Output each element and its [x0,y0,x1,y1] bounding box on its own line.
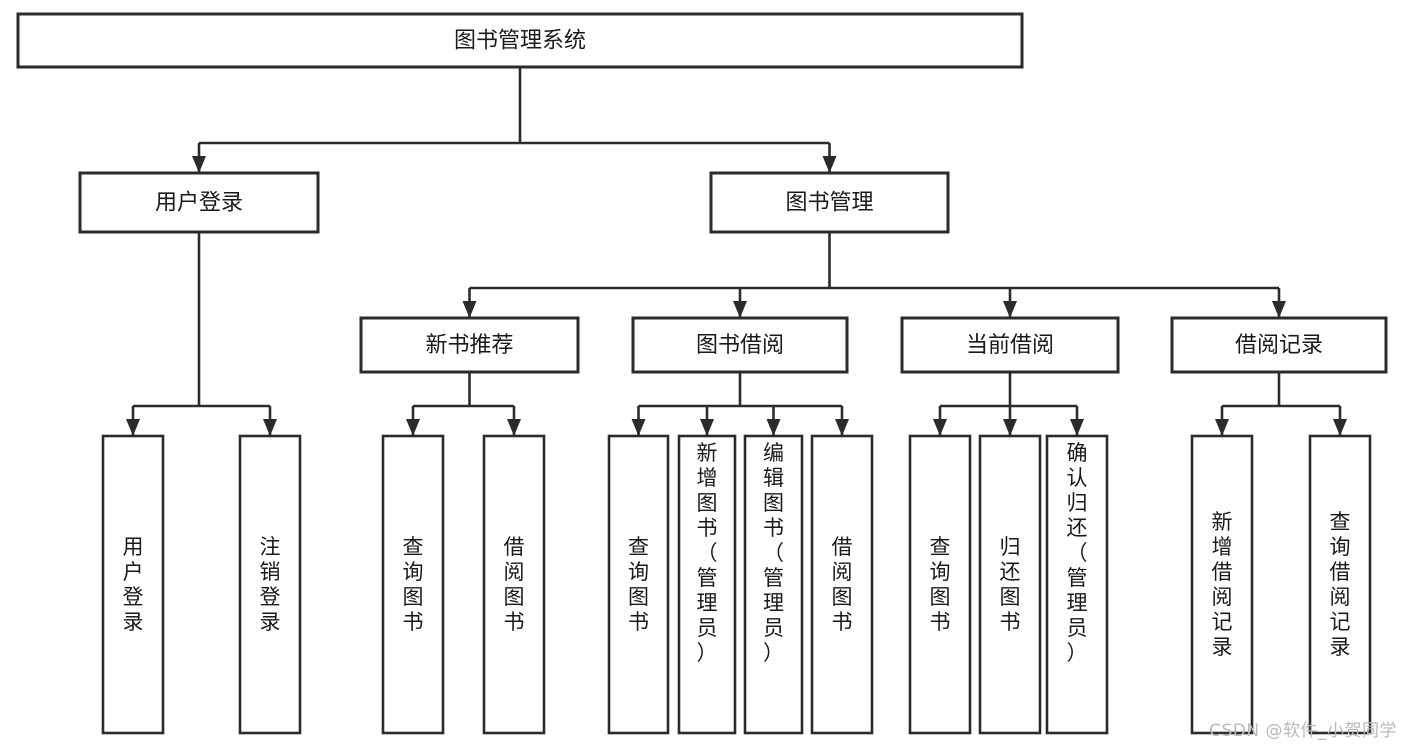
csdn-watermark: CSDN @软件_小贺同学 [1209,721,1397,741]
node-label-leaf-borrow-book-2: 借阅图书 [832,535,853,634]
node-leaf-add-borrow-record[interactable]: 新增借阅记录 [1190,434,1254,735]
arrow-head-icon [1003,301,1017,318]
node-box-book-borrow [631,316,849,374]
node-leaf-query-book-1[interactable]: 查询图书 [381,434,445,735]
arrow-head-icon [406,419,420,436]
node-box-leaf-query-book-1 [381,434,445,735]
arrow-head-icon [631,419,646,436]
node-label-user-login: 用户登录 [155,191,243,216]
node-box-new-book-recommend [359,316,580,374]
edge-group-new-book-recommend [406,372,521,436]
arrow-head-icon [1272,301,1286,318]
arrow-head-icon [126,419,140,436]
node-leaf-edit-book-admin[interactable]: 编辑图书（管理员） [743,434,804,735]
node-leaf-query-book-3[interactable]: 查询图书 [908,434,972,735]
node-label-current-borrow: 当前借阅 [966,333,1054,358]
arrow-head-icon [1215,419,1229,436]
arrow-head-icon [1070,419,1084,436]
node-layer: 图书管理系统用户登录图书管理新书推荐图书借阅当前借阅借阅记录用户登录注销登录查询… [16,12,1388,735]
arrow-head-icon [766,419,781,436]
arrow-head-icon [822,156,837,173]
node-label-leaf-confirm-return-admin: 确认归还（管理员） [1067,441,1088,665]
node-box-leaf-query-borrow-record [1308,434,1372,735]
node-root[interactable]: 图书管理系统 [16,12,1024,69]
arrow-head-icon [462,301,477,318]
edge-group-borrow-record [1215,372,1347,436]
node-label-book-manage: 图书管理 [785,191,873,216]
node-box-leaf-borrow-book-1 [482,434,546,735]
node-label-leaf-edit-book-admin: 编辑图书（管理员） [763,441,784,665]
node-box-leaf-logout [238,434,302,735]
node-book-borrow[interactable]: 图书借阅 [631,316,849,374]
node-box-user-login [78,171,320,234]
arrow-head-icon [507,419,521,436]
node-leaf-query-borrow-record[interactable]: 查询借阅记录 [1308,434,1372,735]
node-user-login[interactable]: 用户登录 [78,171,320,234]
node-label-root: 图书管理系统 [454,29,586,54]
node-label-book-borrow: 图书借阅 [696,333,784,358]
node-leaf-borrow-book-1[interactable]: 借阅图书 [482,434,546,735]
node-box-leaf-user-login [101,434,165,735]
node-borrow-record[interactable]: 借阅记录 [1170,316,1388,374]
node-leaf-add-book-admin[interactable]: 新增图书（管理员） [677,434,737,735]
node-box-current-borrow [900,316,1120,374]
node-new-book-recommend[interactable]: 新书推荐 [359,316,580,374]
arrow-head-icon [263,419,277,436]
edge-group-user-login [126,232,277,436]
node-box-root [16,12,1024,69]
node-box-borrow-record [1170,316,1388,374]
node-leaf-confirm-return-admin[interactable]: 确认归还（管理员） [1045,434,1109,735]
node-label-leaf-user-login: 用户登录 [123,535,144,634]
node-box-leaf-add-borrow-record [1190,434,1254,735]
node-leaf-borrow-book-2[interactable]: 借阅图书 [810,434,874,735]
node-label-leaf-query-borrow-record: 查询借阅记录 [1330,510,1351,659]
edge-group-root [192,67,837,173]
arrow-head-icon [700,419,714,436]
node-book-manage[interactable]: 图书管理 [709,171,950,234]
edge-group-current-borrow [933,372,1084,436]
arrow-head-icon [1333,419,1347,436]
edge-group-book-manage [462,232,1286,318]
node-box-leaf-return-book [978,434,1042,735]
node-box-leaf-edit-book-admin [743,434,804,735]
node-label-leaf-query-book-2: 查询图书 [628,535,649,634]
node-label-leaf-borrow-book-1: 借阅图书 [504,535,525,634]
node-box-leaf-add-book-admin [677,434,737,735]
node-label-borrow-record: 借阅记录 [1235,333,1323,358]
node-leaf-user-login[interactable]: 用户登录 [101,434,165,735]
node-label-leaf-add-book-admin: 新增图书（管理员） [697,441,718,665]
node-box-leaf-borrow-book-2 [810,434,874,735]
node-label-leaf-query-book-1: 查询图书 [403,535,424,634]
node-leaf-logout[interactable]: 注销登录 [238,434,302,735]
node-label-leaf-query-book-3: 查询图书 [930,535,951,634]
node-current-borrow[interactable]: 当前借阅 [900,316,1120,374]
arrow-head-icon [192,156,206,173]
node-label-leaf-return-book: 归还图书 [1000,535,1021,634]
node-box-leaf-query-book-3 [908,434,972,735]
node-leaf-return-book[interactable]: 归还图书 [978,434,1042,735]
node-label-new-book-recommend: 新书推荐 [425,333,513,358]
node-label-leaf-logout: 注销登录 [260,535,281,634]
node-label-leaf-add-borrow-record: 新增借阅记录 [1212,510,1233,659]
node-box-leaf-query-book-2 [607,434,670,735]
arrow-head-icon [733,301,747,318]
node-box-leaf-confirm-return-admin [1045,434,1109,735]
node-leaf-query-book-2[interactable]: 查询图书 [607,434,670,735]
arrow-head-icon [1003,419,1017,436]
edge-group-book-borrow [631,372,849,436]
node-box-book-manage [709,171,950,234]
arrow-head-icon [835,419,849,436]
edge-layer [126,67,1347,436]
arrow-head-icon [933,419,947,436]
